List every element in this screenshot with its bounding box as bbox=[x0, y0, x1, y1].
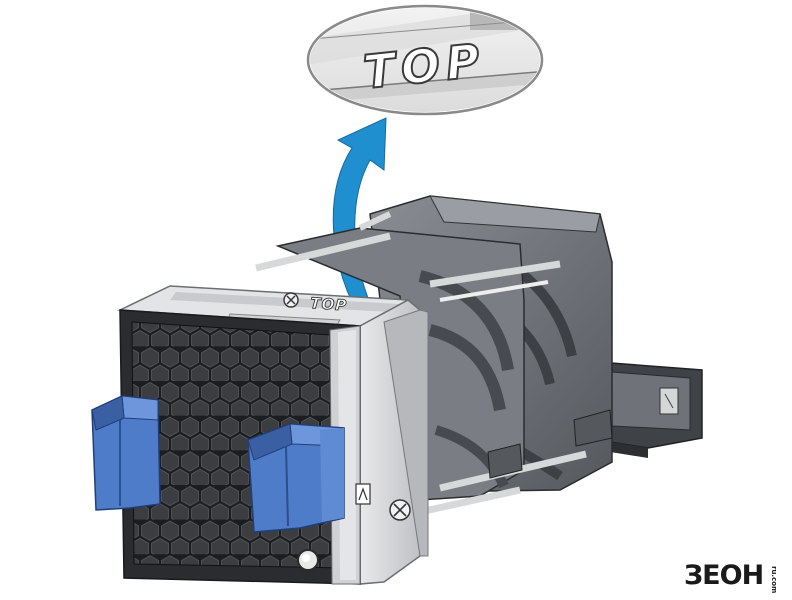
brand-watermark: ЗЕОН ru.com bbox=[684, 560, 778, 593]
status-led-indicator bbox=[297, 549, 319, 571]
brand-name: ЗЕОН bbox=[684, 560, 763, 591]
module-top-text: TOP bbox=[310, 294, 348, 315]
captive-screw-icon bbox=[283, 292, 299, 308]
brand-domain: ru.com bbox=[770, 566, 778, 593]
esd-symbol-icon bbox=[355, 483, 371, 505]
fan-assembly bbox=[255, 195, 613, 516]
rear-rail-bracket bbox=[597, 361, 703, 458]
side-screw-icon bbox=[389, 499, 411, 521]
top-label-callout: TOP bbox=[306, 4, 544, 116]
left-handle[interactable] bbox=[91, 395, 161, 511]
right-handle[interactable] bbox=[247, 423, 345, 533]
module-top-marking: TOP bbox=[283, 292, 348, 315]
